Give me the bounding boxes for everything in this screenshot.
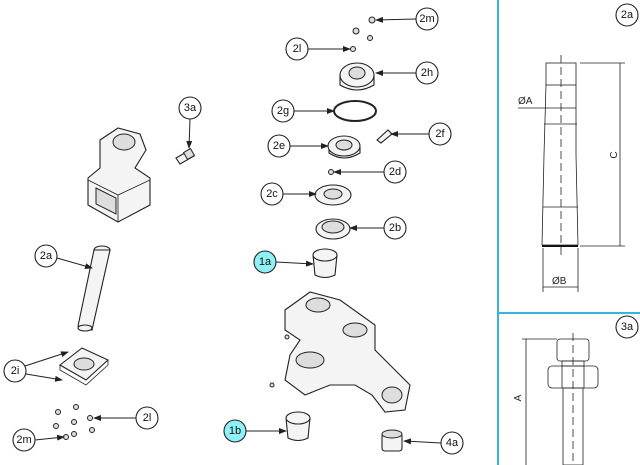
callout-2f[interactable]: 2f [428, 122, 452, 146]
callout-label: 2b [389, 222, 401, 234]
small-fasteners-bottom [53, 404, 95, 440]
dim-c-label: C [609, 151, 620, 158]
callout-2i[interactable]: 2i [3, 359, 27, 383]
dim-b-label: ØB [552, 276, 567, 287]
callout-2g[interactable]: 2g [271, 99, 295, 123]
screw-2f-part [376, 129, 393, 144]
callout-2b[interactable]: 2b [383, 216, 407, 240]
kingpin-2a-part [77, 245, 111, 332]
callout-label: 1b [229, 425, 241, 437]
callout-label: 3a [184, 102, 197, 114]
callout-2l-top[interactable]: 2l [285, 37, 309, 61]
callout-3a[interactable]: 3a [178, 96, 202, 120]
washer-2c-part [314, 184, 352, 206]
callout-label: 2i [11, 365, 20, 377]
callout-2m-bottom[interactable]: 2m [12, 428, 36, 452]
steering-arm-part [269, 291, 411, 413]
detail-2a-panel: 2a ØA C ØB [518, 3, 639, 292]
callout-label: 2c [266, 188, 278, 200]
leader-lines [24, 16, 442, 445]
detail-3a-label: 3a [615, 315, 639, 339]
callout-1a[interactable]: 1a [253, 250, 277, 274]
dim-a-label: A [513, 394, 524, 401]
cap-2h-part [339, 62, 375, 91]
callout-4a[interactable]: 4a [440, 431, 464, 455]
callout-label: 2l [143, 412, 152, 424]
callout-2h[interactable]: 2h [415, 61, 439, 85]
callout-label: 2m [419, 13, 434, 25]
callout-1b[interactable]: 1b [223, 419, 247, 443]
callout-label: 2a [40, 250, 53, 262]
callout-label: 2m [16, 434, 31, 446]
callout-label: 2f [435, 128, 445, 140]
svg-text:3a: 3a [621, 321, 634, 333]
bushing-4a-part [381, 429, 403, 452]
dim-a-label: ØA [518, 96, 533, 107]
callout-2m-top[interactable]: 2m [415, 7, 439, 31]
callout-2d[interactable]: 2d [383, 160, 407, 184]
oring-2g-part [333, 100, 377, 122]
bolt-3a-part [175, 147, 196, 165]
callout-label: 2d [389, 166, 401, 178]
pin-2d-part [328, 169, 334, 175]
callout-label: 1a [259, 256, 272, 268]
callout-label: 2h [421, 67, 433, 79]
bushing-1a-part [312, 248, 338, 279]
callout-label: 2l [293, 43, 302, 55]
bushing-1b-part [285, 411, 311, 442]
callout-2c[interactable]: 2c [260, 182, 284, 206]
plate-2i-part [59, 347, 109, 386]
callout-2a[interactable]: 2a [34, 244, 58, 268]
callout-2e[interactable]: 2e [267, 134, 291, 158]
callout-2l-bottom[interactable]: 2l [135, 406, 159, 430]
nut-2e-part [327, 135, 361, 159]
detail-2a-label: 2a [615, 3, 639, 27]
top-fasteners [350, 16, 376, 52]
callout-label: 4a [446, 437, 459, 449]
detail-3a-panel: 3a A [513, 315, 639, 465]
callout-label: 2g [277, 105, 289, 117]
svg-text:2a: 2a [621, 9, 634, 21]
callout-label: 2e [273, 140, 285, 152]
seal-2b-part [315, 218, 351, 240]
knuckle-upper-part [87, 127, 151, 223]
